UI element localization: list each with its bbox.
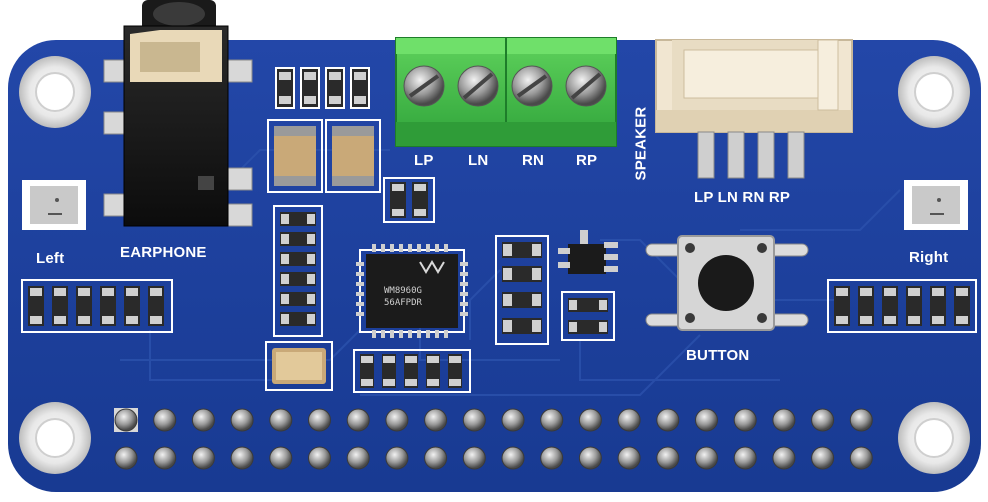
gpio-pin <box>114 446 138 470</box>
gpio-pin <box>424 408 448 432</box>
gpio-pin <box>230 408 254 432</box>
terminal-screw-ln <box>457 65 499 107</box>
mounting-hole-bottom-right <box>898 402 970 474</box>
terminal-screw-lp <box>403 65 445 107</box>
label-terminal-rp: RP <box>576 152 598 169</box>
gpio-pin <box>308 446 331 470</box>
gpio-pin <box>617 446 641 470</box>
gpio-header <box>114 408 873 470</box>
gpio-pin <box>462 408 486 432</box>
terminal-screw-rp <box>565 65 607 107</box>
tactile-button <box>645 235 809 331</box>
gpio-pin <box>733 408 757 432</box>
gpio-pin <box>230 446 254 470</box>
smd-resistor-row-left <box>21 279 173 333</box>
gpio-pin <box>695 408 718 432</box>
gpio-pin <box>501 446 525 470</box>
smd-resistor-row-right <box>827 279 977 333</box>
codec-chip-marking-line2: 56AFPDR <box>384 298 422 308</box>
label-terminal-ln: LN <box>468 152 489 169</box>
crystal-oscillator <box>265 341 333 391</box>
gpio-pin <box>153 446 177 470</box>
label-earphone: EARPHONE <box>120 244 207 261</box>
label-button: BUTTON <box>686 347 750 364</box>
gpio-pin <box>656 408 680 432</box>
transistor-sot23 <box>558 230 618 274</box>
gpio-pin <box>617 408 641 432</box>
label-speaker: SPEAKER <box>632 106 650 181</box>
gpio-pin <box>191 408 215 432</box>
mounting-hole-bottom-left <box>19 402 91 474</box>
tantalum-capacitor-2 <box>325 119 381 193</box>
mounting-hole-top-left <box>19 56 91 128</box>
gpio-pin <box>578 408 602 432</box>
label-terminal-rn: RN <box>522 152 545 169</box>
microphone-right <box>904 180 968 230</box>
screw-terminal-block <box>395 37 617 147</box>
gpio-pin <box>385 408 409 432</box>
gpio-pin <box>191 446 215 470</box>
mounting-hole-top-right <box>898 56 970 128</box>
gpio-pin <box>656 446 680 470</box>
microphone-left <box>22 180 86 230</box>
label-speaker-pins: LP LN RN RP <box>694 189 791 206</box>
gpio-pin <box>540 408 564 432</box>
gpio-pin <box>501 408 525 432</box>
smd-capacitor-pair <box>383 177 435 223</box>
gpio-pin <box>733 446 757 470</box>
gpio-pin <box>772 446 796 470</box>
gpio-pin <box>346 408 370 432</box>
codec-chip <box>356 244 468 338</box>
smd-resistor-column-middle <box>495 235 549 345</box>
gpio-pin <box>114 408 138 432</box>
gpio-pin <box>772 408 796 432</box>
gpio-pin <box>695 446 718 470</box>
gpio-pin <box>540 446 564 470</box>
gpio-pin <box>424 446 448 470</box>
label-left: Left <box>36 250 65 267</box>
gpio-pin <box>346 446 370 470</box>
gpio-pin <box>462 446 486 470</box>
earphone-jack <box>103 0 253 227</box>
gpio-pin <box>269 408 293 432</box>
smd-resistor-row-bottom <box>353 349 471 393</box>
gpio-pin <box>153 408 177 432</box>
gpio-pin <box>308 408 331 432</box>
gpio-pin <box>849 446 873 470</box>
gpio-pin <box>811 408 835 432</box>
codec-chip-marking-line1: WM8960G <box>384 286 422 296</box>
gpio-pin <box>385 446 409 470</box>
gpio-pin <box>578 446 602 470</box>
gpio-pin <box>849 408 873 432</box>
label-terminal-lp: LP <box>414 152 434 169</box>
gpio-pin <box>811 446 835 470</box>
gpio-pin <box>269 446 293 470</box>
terminal-screw-rn <box>511 65 553 107</box>
tantalum-capacitor-1 <box>267 119 323 193</box>
smd-capacitor-group <box>561 291 615 341</box>
speaker-connector <box>655 39 853 179</box>
label-right: Right <box>909 249 949 266</box>
smd-resistor-column-left <box>273 205 323 337</box>
